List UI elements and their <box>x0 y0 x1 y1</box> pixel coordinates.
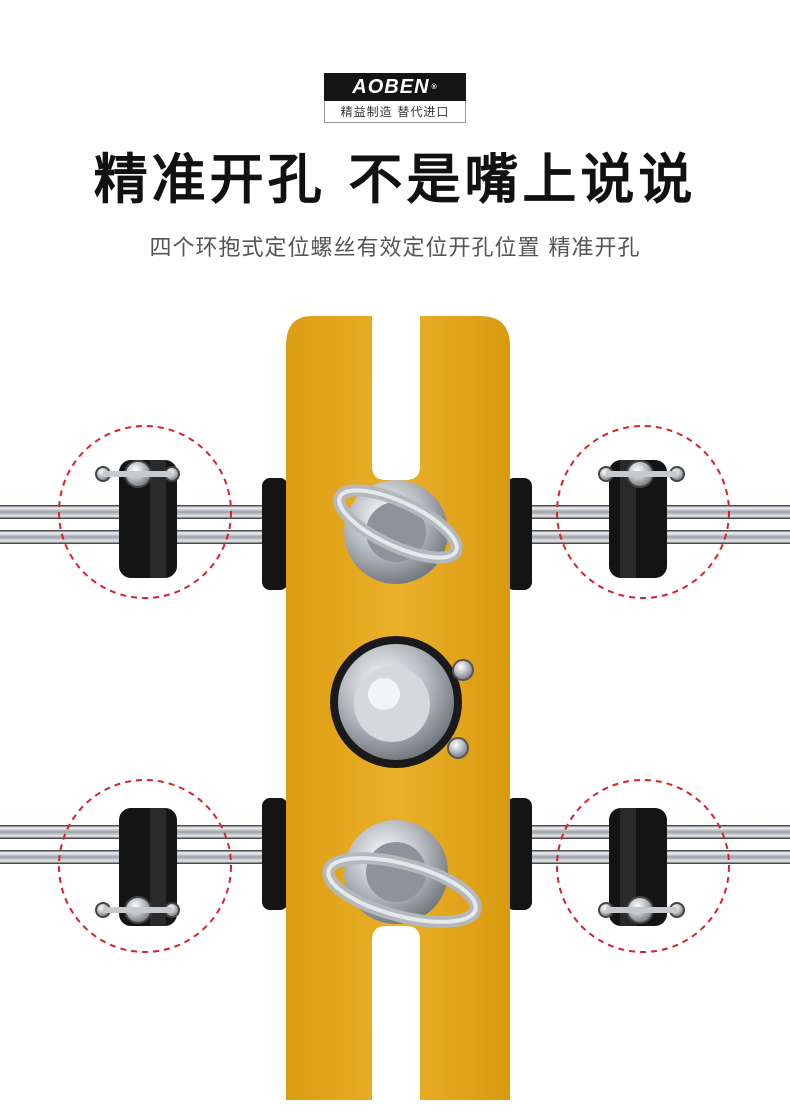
wing-screw-icon-bottom-right <box>598 896 685 924</box>
clamp-bottom-right <box>609 808 667 926</box>
clamp-top-left <box>119 460 177 578</box>
eye-bolt-icon-lower <box>322 820 482 928</box>
subheadline: 四个环抱式定位螺丝有效定位开孔位置 精准开孔 <box>149 236 641 261</box>
jig-drawing <box>0 300 790 1112</box>
brand-name: AOBEN <box>352 75 430 98</box>
highlight-circle-top-left <box>58 425 232 599</box>
highlight-circle-bottom-left <box>58 779 232 953</box>
clamp-bottom-left <box>119 808 177 926</box>
registered-mark: ® <box>431 83 438 91</box>
product-illustration <box>0 300 790 1112</box>
brand-logo: AOBEN® 精益制造 替代进口 <box>324 73 466 125</box>
wing-screw-icon <box>95 460 180 488</box>
wing-screw-icon-top-right <box>598 460 685 488</box>
center-pin-icon <box>330 636 474 768</box>
brand-slogan: 精益制造 替代进口 <box>324 101 466 123</box>
headline: 精准开孔 不是嘴上说说 <box>93 148 697 211</box>
highlight-circles <box>58 425 730 953</box>
clamp-top-right <box>609 460 667 578</box>
highlight-circle-top-right <box>556 425 730 599</box>
inner-clamps <box>262 478 532 910</box>
highlight-circle-bottom-right <box>556 779 730 953</box>
eye-bolt-icon <box>333 480 463 584</box>
wing-screw-icon-bottom-left <box>95 896 180 924</box>
